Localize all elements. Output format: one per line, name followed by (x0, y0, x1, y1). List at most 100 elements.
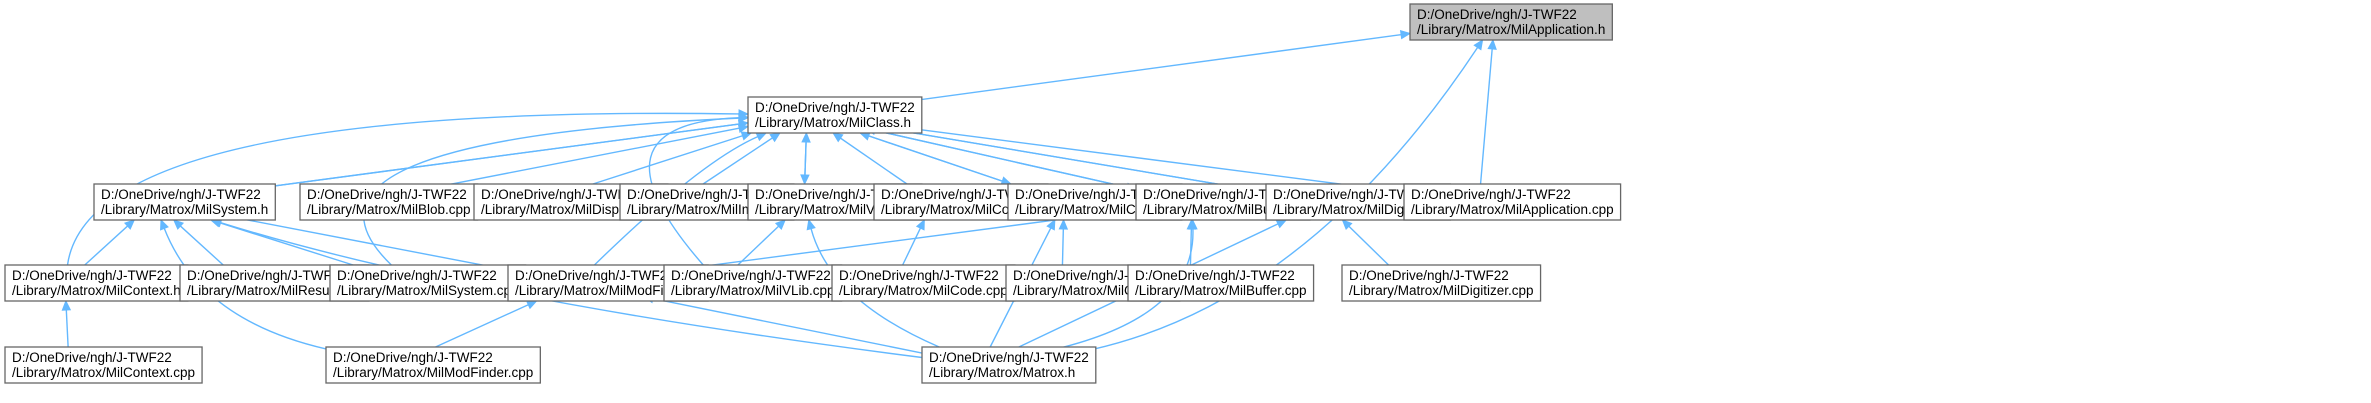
edge-arrowhead (172, 219, 185, 230)
node-box (1403, 183, 1622, 221)
node-box (747, 96, 923, 134)
edge-arrowhead (1188, 218, 1198, 230)
edge-arrowhead (1487, 38, 1497, 50)
node-milvlib-cpp[interactable]: D:/OneDrive/ngh/J-TWF22/Library/Matrox/M… (663, 264, 843, 302)
node-box (921, 346, 1097, 384)
nodes-layer: D:/OneDrive/ngh/J-TWF22/Library/Matrox/M… (4, 3, 1622, 384)
edge-mildisplay_cpp-to-milclass_h (592, 135, 743, 185)
edge-milcontext_h-to-milclass_h (66, 112, 740, 266)
node-milbuffer-cpp[interactable]: D:/OneDrive/ngh/J-TWF22/Library/Matrox/M… (1127, 264, 1315, 302)
node-label-line2: /Library/Matrox/MilCode.cpp (839, 283, 1008, 298)
edge-milmodfinder_cpp-to-milmodfinder_h (435, 304, 529, 348)
node-label-line1: D:/OneDrive/ngh/J-TWF22 (515, 268, 675, 283)
node-label-line2: /Library/Matrox/MilCode.h (881, 202, 1036, 217)
edge-arrowhead (1058, 218, 1069, 230)
node-box (663, 264, 843, 302)
edge-matrox_h-to-milbuffer_h (1039, 228, 1194, 354)
node-label-line2: /Library/Matrox/MilVLib.cpp (671, 283, 835, 298)
node-label-line2: /Library/Matrox/MilModFinder.h (515, 283, 701, 298)
edge-milclass_h-to-milcal_h (859, 132, 1003, 182)
node-label-line2: /Library/Matrox/MilCal.h (1015, 202, 1158, 217)
edge-milmodfinder_cpp-to-milsystem_h (163, 228, 327, 350)
node-label-line1: D:/OneDrive/ngh/J-TWF22 (627, 187, 787, 202)
node-label-line1: D:/OneDrive/ngh/J-TWF22 (1349, 268, 1509, 283)
edge-arrowhead (123, 219, 136, 230)
edge-arrowhead (755, 132, 768, 142)
node-label-line2: /Library/Matrox/MilClass.h (755, 115, 911, 130)
edge-milapplication_cpp-to-milapplication_h (1479, 48, 1493, 185)
edge-milmodfinder_h-to-milbuffer_h (643, 209, 1128, 275)
node-milclass-h[interactable]: D:/OneDrive/ngh/J-TWF22/Library/Matrox/M… (747, 96, 923, 134)
node-box (1127, 264, 1315, 302)
node-milblob-cpp[interactable]: D:/OneDrive/ngh/J-TWF22/Library/Matrox/M… (299, 183, 479, 221)
node-label-line2: /Library/Matrox/MilDisplay.cpp (481, 202, 661, 217)
node-box (831, 264, 1016, 302)
node-label-line1: D:/OneDrive/ngh/J-TWF22 (1143, 187, 1303, 202)
node-label-line1: D:/OneDrive/ngh/J-TWF22 (337, 268, 497, 283)
edge-arrowhead (832, 132, 844, 143)
edges-layer (61, 29, 1497, 360)
edge-milbuffer_cpp-to-milbuffer_h (1189, 228, 1193, 266)
edge-milmodfinder_h-to-milclass_h (593, 135, 759, 266)
edge-milapplication_cpp-to-milclass_h (874, 123, 1405, 193)
node-label-line1: D:/OneDrive/ngh/J-TWF22 (1273, 187, 1433, 202)
node-label-line1: D:/OneDrive/ngh/J-TWF22 (755, 100, 915, 115)
edge-milclass_h-to-milbuffer_h (865, 127, 1128, 189)
node-label-line2: /Library/Matrox/MilContext.cpp (12, 365, 195, 380)
node-label-line1: D:/OneDrive/ngh/J-TWF22 (929, 350, 1089, 365)
node-box (299, 183, 479, 221)
node-label-line1: D:/OneDrive/ngh/J-TWF22 (1411, 187, 1571, 202)
node-mildigitizer-cpp[interactable]: D:/OneDrive/ngh/J-TWF22/Library/Matrox/M… (1341, 264, 1542, 302)
node-label-line2: /Library/Matrox/MilBuffer.cpp (1135, 283, 1307, 298)
edge-arrowhead (1399, 29, 1412, 40)
node-milsystem-cpp[interactable]: D:/OneDrive/ngh/J-TWF22/Library/Matrox/M… (329, 264, 527, 302)
node-milcode-cpp[interactable]: D:/OneDrive/ngh/J-TWF22/Library/Matrox/M… (831, 264, 1016, 302)
node-box (325, 346, 541, 384)
edge-arrowhead (738, 112, 750, 123)
node-box (1341, 264, 1542, 302)
node-milsystem-h[interactable]: D:/OneDrive/ngh/J-TWF22/Library/Matrox/M… (93, 183, 276, 221)
edge-milclass_h-to-mildigitizer_h (865, 124, 1258, 192)
edge-milclass_h-to-milapplication_h (865, 33, 1402, 108)
node-label-line1: D:/OneDrive/ngh/J-TWF22 (481, 187, 641, 202)
edge-milim_cpp-to-milclass_h (702, 137, 773, 185)
node-label-line2: /Library/Matrox/MilApplication.cpp (1411, 202, 1614, 217)
node-label-line1: D:/OneDrive/ngh/J-TWF22 (187, 268, 347, 283)
edge-arrowhead (1046, 218, 1056, 231)
node-milcontext-h[interactable]: D:/OneDrive/ngh/J-TWF22/Library/Matrox/M… (4, 264, 189, 302)
node-label-line2: /Library/Matrox/MilVLib.h (755, 202, 904, 217)
edge-arrowhead (769, 132, 781, 143)
node-milmodfinder-cpp[interactable]: D:/OneDrive/ngh/J-TWF22/Library/Matrox/M… (325, 346, 541, 384)
node-label-line1: D:/OneDrive/ngh/J-TWF22 (12, 350, 172, 365)
edge-milcontext_cpp-to-milcontext_h (65, 309, 69, 348)
edge-milclass_h-to-milvlib_h (804, 132, 808, 176)
node-label-line1: D:/OneDrive/ngh/J-TWF22 (881, 187, 1041, 202)
edge-arrowhead (806, 218, 816, 231)
node-label-line2: /Library/Matrox/MilSystem.h (101, 202, 268, 217)
edge-milresult_cpp-to-milsystem_h (179, 225, 224, 266)
node-label-line2: /Library/Matrox/MilModFinder.cpp (333, 365, 533, 380)
node-milapplication-h[interactable]: D:/OneDrive/ngh/J-TWF22/Library/Matrox/M… (1409, 3, 1613, 41)
edge-arrowhead (160, 218, 169, 231)
node-label-line1: D:/OneDrive/ngh/J-TWF22 (671, 268, 831, 283)
node-label-line1: D:/OneDrive/ngh/J-TWF22 (839, 268, 999, 283)
edge-milclass_h-to-milsystem_h (222, 122, 749, 194)
node-label-line2: /Library/Matrox/MilContext.h (12, 283, 181, 298)
edge-milcal_cpp-to-milcal_h (1061, 228, 1065, 266)
node-milapplication-cpp[interactable]: D:/OneDrive/ngh/J-TWF22/Library/Matrox/M… (1403, 183, 1622, 221)
node-box (1409, 3, 1613, 41)
node-milcontext-cpp[interactable]: D:/OneDrive/ngh/J-TWF22/Library/Matrox/M… (4, 346, 203, 384)
node-matrox-h[interactable]: D:/OneDrive/ngh/J-TWF22/Library/Matrox/M… (921, 346, 1097, 384)
edge-arrowhead (740, 131, 753, 141)
edge-milvlib_cpp-to-milclass_h (648, 116, 740, 266)
node-label-line2: /Library/Matrox/MilResult.cpp (187, 283, 362, 298)
node-label-line2: /Library/Matrox/MilDigitizer.h (1273, 202, 1443, 217)
node-label-line1: D:/OneDrive/ngh/J-TWF22 (1135, 268, 1295, 283)
edge-arrowhead (525, 300, 538, 310)
node-label-line2: /Library/Matrox/MilSystem.cpp (337, 283, 519, 298)
node-label-line1: D:/OneDrive/ngh/J-TWF22 (101, 187, 261, 202)
node-label-line1: D:/OneDrive/ngh/J-TWF22 (1015, 187, 1175, 202)
node-label-line2: /Library/Matrox/Matrox.h (929, 365, 1075, 380)
node-box (93, 183, 276, 221)
edge-arrowhead (1275, 219, 1288, 229)
